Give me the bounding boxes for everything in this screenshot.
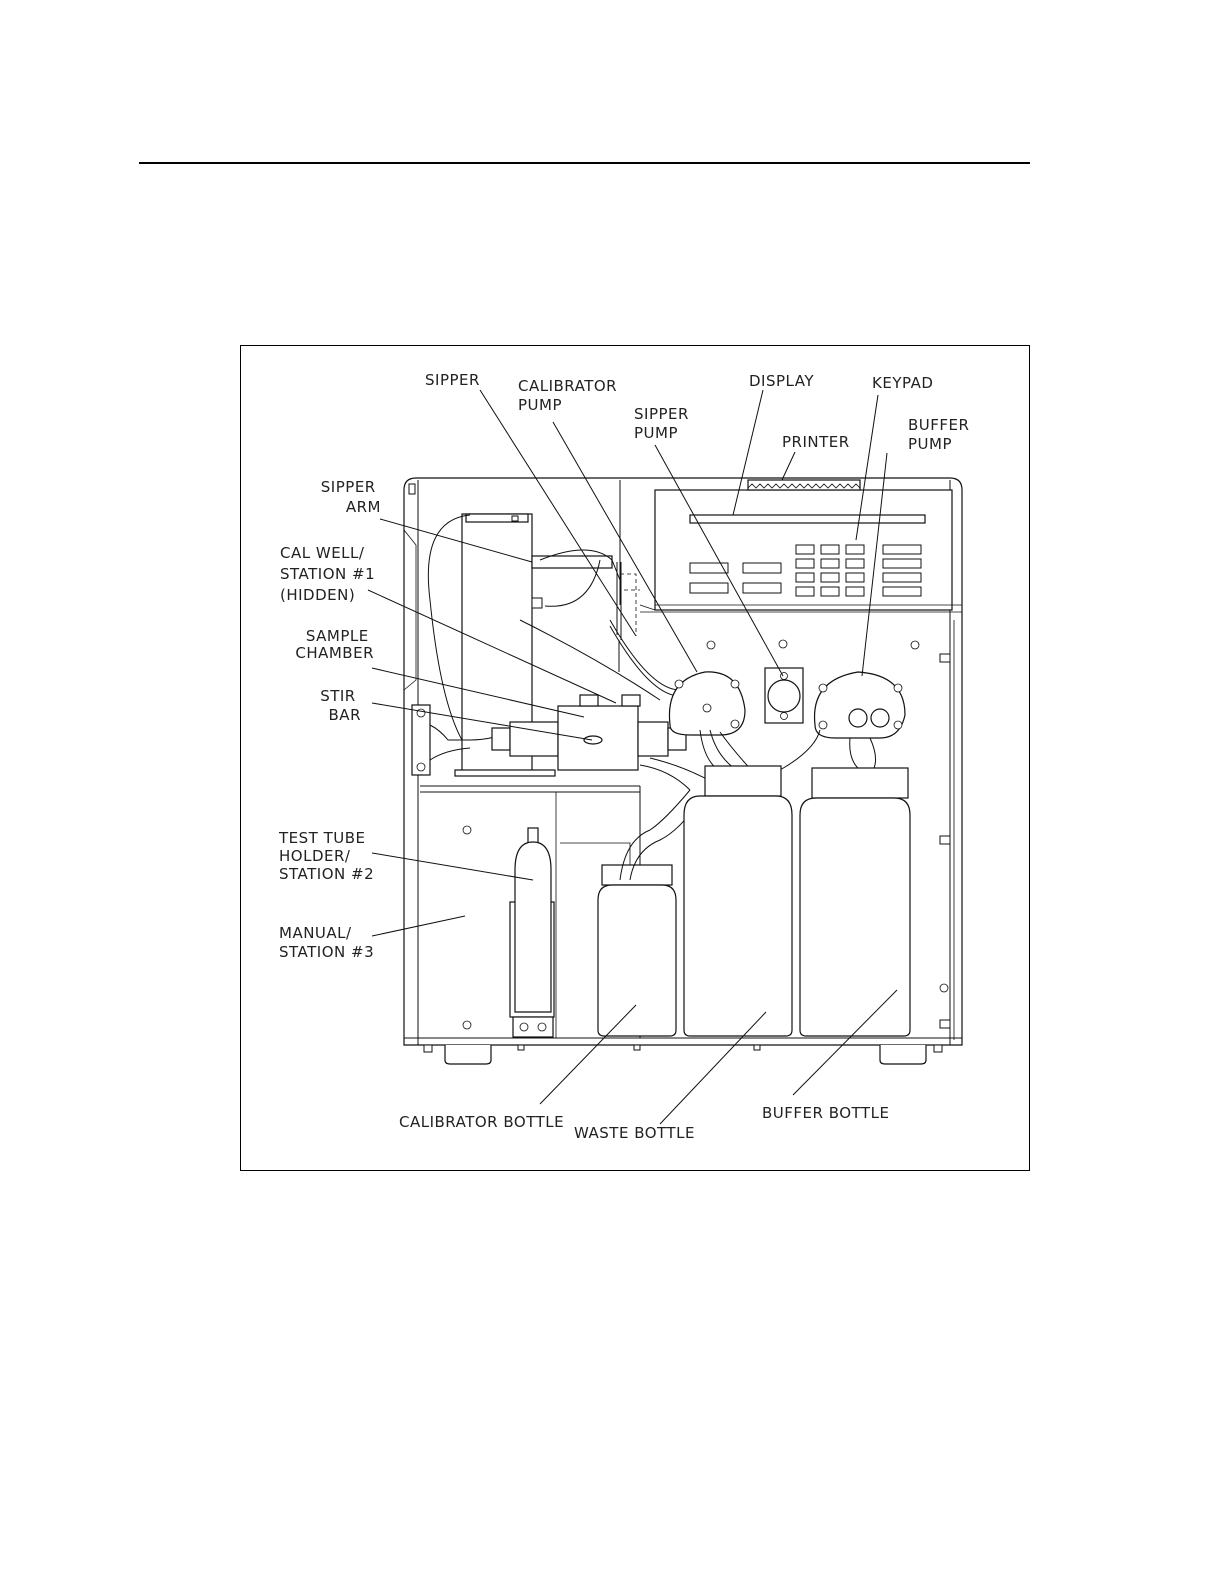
test-tube-holder	[510, 828, 554, 1037]
label-calibrator-bottle: CALIBRATOR BOTTLE	[399, 1113, 564, 1131]
label-buffer-bottle: BUFFER BOTTLE	[762, 1104, 889, 1122]
label-calibrator-pump: CALIBRATOR PUMP	[518, 377, 622, 414]
control-panel	[620, 480, 962, 612]
label-sipper-pump: SIPPER PUMP	[634, 405, 694, 442]
label-keypad: KEYPAD	[872, 374, 933, 392]
label-sipper-arm: SIPPER ARM	[321, 478, 381, 516]
label-printer: PRINTER	[782, 433, 850, 451]
label-stir-bar: STIR BAR	[320, 687, 361, 724]
label-sipper: SIPPER	[425, 371, 480, 389]
label-test-tube-holder: TEST TUBE HOLDER/ STATION #2	[278, 829, 374, 883]
label-buffer-pump: BUFFER PUMP	[908, 416, 975, 453]
display-window	[690, 515, 925, 523]
waste-bottle	[684, 766, 792, 1036]
label-display: DISPLAY	[749, 372, 814, 390]
label-sample-chamber: SAMPLE CHAMBER	[295, 627, 374, 662]
label-waste-bottle: WASTE BOTTLE	[574, 1124, 695, 1142]
label-manual-station: MANUAL/ STATION #3	[279, 924, 374, 961]
label-cal-well: CAL WELL/ STATION #1 (HIDDEN)	[280, 544, 380, 604]
buffer-bottle	[800, 768, 910, 1036]
